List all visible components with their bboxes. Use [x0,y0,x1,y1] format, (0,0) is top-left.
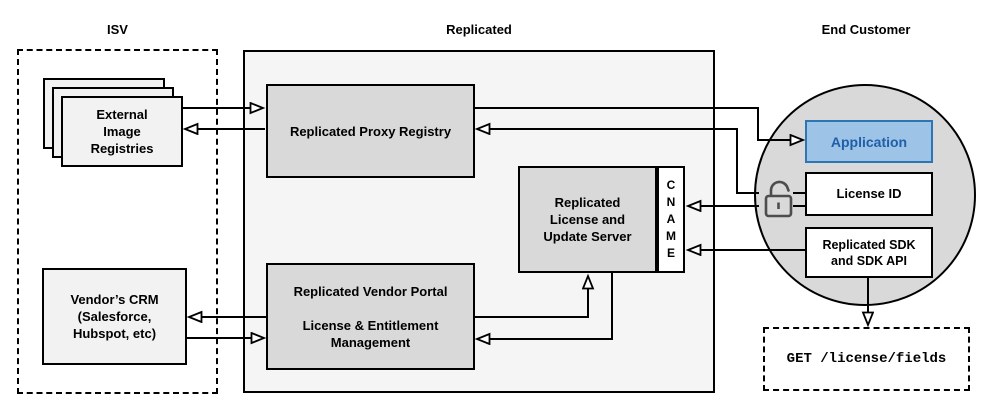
node-label: GET /license/fields [786,351,947,367]
isv-column-title: ISV [107,22,128,37]
node-label: Replicated License and Update Server [543,195,632,244]
node-replicated-proxy-registry: Replicated Proxy Registry [266,84,475,178]
unlock-icon [759,179,793,221]
node-get-license-fields: GET /license/fields [763,327,970,391]
node-replicated-vendor-portal: Replicated Vendor Portal License & Entit… [266,263,475,370]
node-label: External Image Registries [90,107,154,156]
node-label: License ID [836,186,902,201]
node-replicated-sdk: Replicated SDK and SDK API [805,227,933,278]
node-external-image-registries: External Image Registries [61,96,183,167]
node-label: Replicated Proxy Registry [289,123,452,139]
node-label: Replicated Vendor Portal License & Entit… [293,283,448,350]
node-license-id: License ID [805,172,933,216]
node-vendors-crm: Vendor’s CRM (Salesforce, Hubspot, etc) [42,268,187,365]
node-application: Application [805,120,933,163]
node-label: Application [830,133,908,150]
node-cname: CNAME [657,166,685,273]
node-label: CNAME [666,178,676,260]
end-customer-column-title: End Customer [821,22,911,37]
node-replicated-license-update-server: Replicated License and Update Server [518,166,657,273]
replicated-column-title: Replicated [446,22,512,37]
node-label: Vendor’s CRM (Salesforce, Hubspot, etc) [70,292,159,341]
node-label: Replicated SDK and SDK API [822,237,916,268]
